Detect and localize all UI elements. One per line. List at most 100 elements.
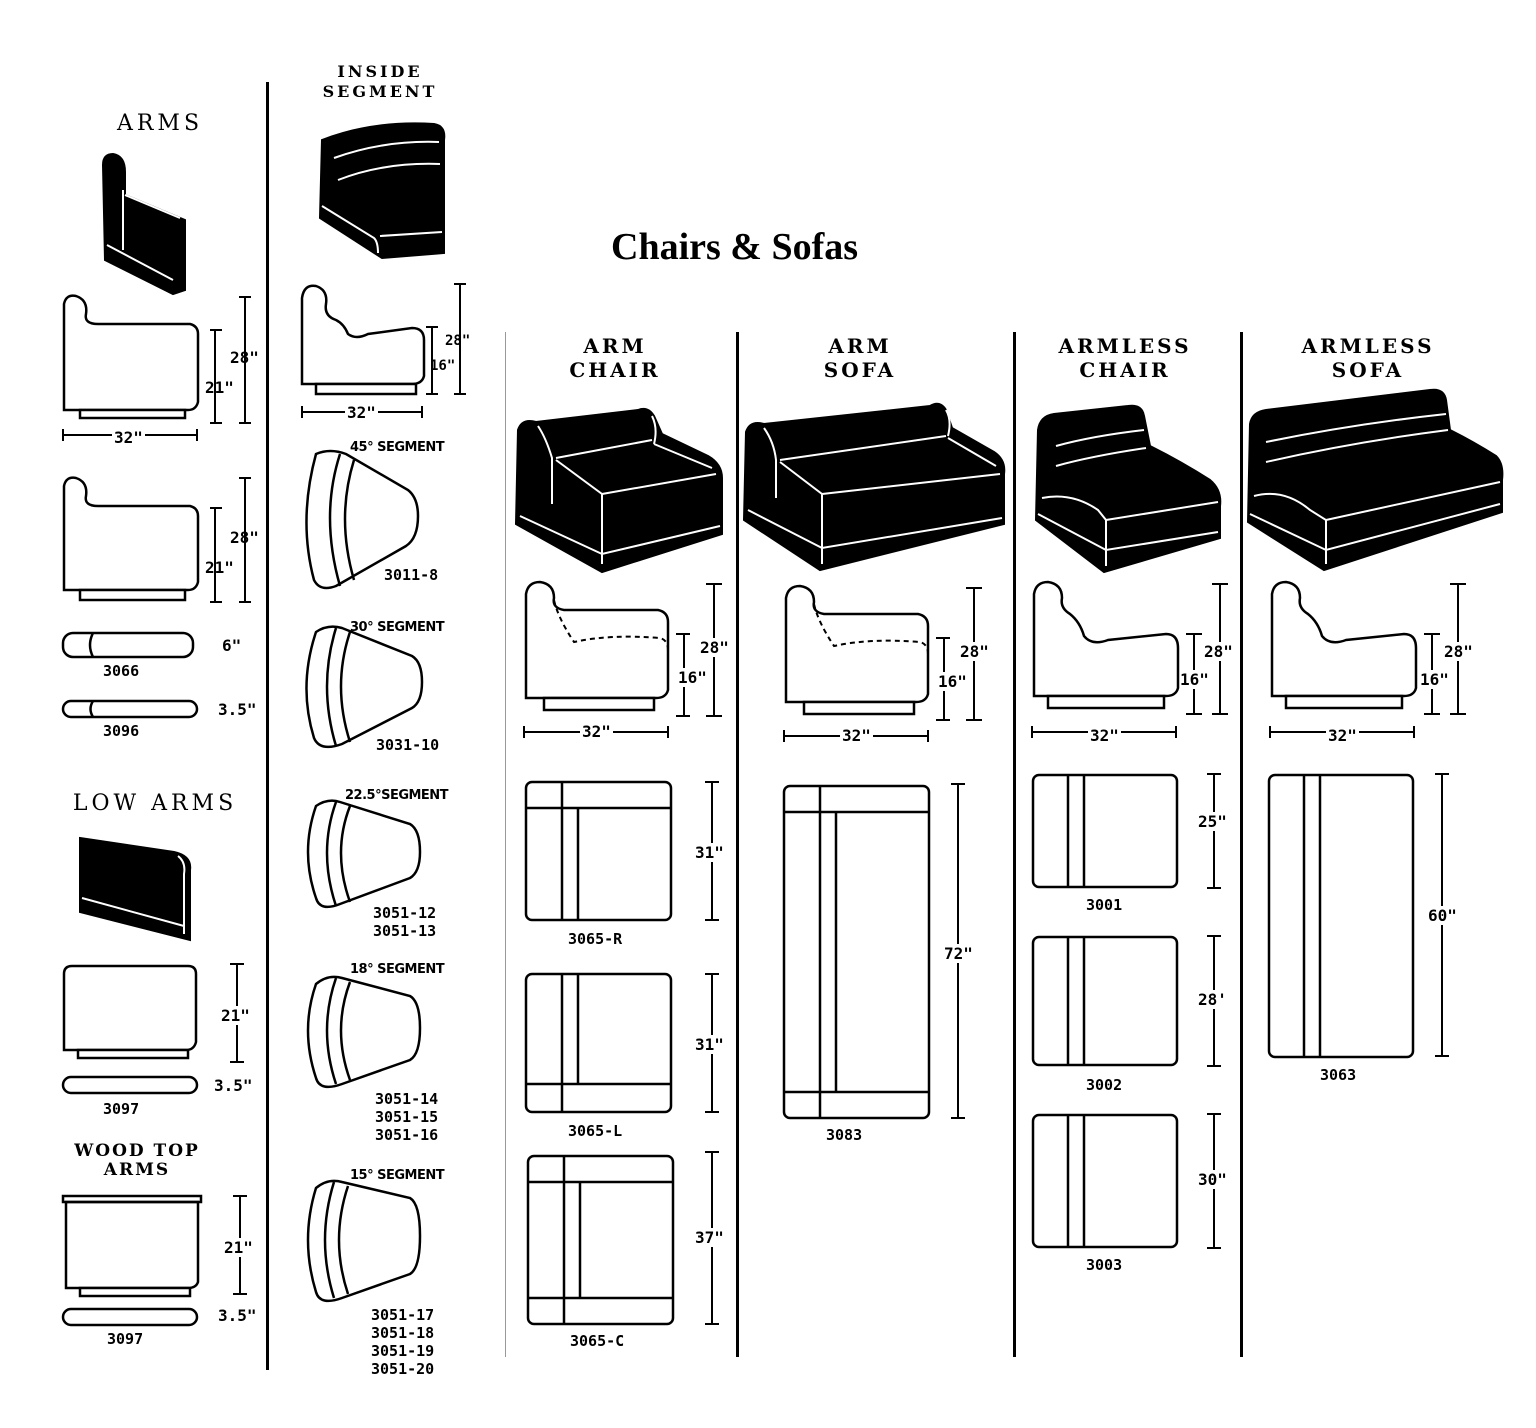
- dim-armless-sofa-28: 28": [1444, 642, 1473, 661]
- dim-armless-chair-28: 28": [1204, 642, 1233, 661]
- segment-45-label: 45° SEGMENT: [350, 440, 445, 455]
- arm-side-profile-2: [62, 476, 200, 602]
- code-3065-c: 3065-C: [570, 1332, 625, 1350]
- code-3066: 3066: [103, 662, 140, 680]
- segment-15-label: 15° SEGMENT: [350, 1168, 445, 1183]
- arm-chair-3065-r-top-view: [524, 780, 673, 922]
- section-armless-chair: ARMLESS CHAIR: [1035, 334, 1215, 382]
- dim-armless-chair-16: 16": [1180, 670, 1209, 689]
- section-armless-sofa-line2: SOFA: [1331, 358, 1405, 382]
- code-3097-low: 3097: [103, 1100, 140, 1118]
- dim-low-arm-21: 21": [221, 1006, 250, 1025]
- dim-arm-21-b: 21": [205, 558, 234, 577]
- code-3083: 3083: [826, 1126, 863, 1144]
- arm-side-dimensions-2: [210, 477, 251, 603]
- code-3001: 3001: [1086, 896, 1123, 914]
- dim-armless-chair-30: 30": [1198, 1170, 1227, 1189]
- arm-3d-icon: [101, 152, 186, 296]
- section-arm-sofa-line1: ARM: [828, 334, 892, 358]
- armless-chair-side-profile: [1032, 580, 1180, 710]
- segment-18-wedge: [306, 975, 422, 1089]
- segment-30-code: 3031-10: [376, 736, 440, 754]
- section-wood-top-arms-line1: WOOD TOP: [74, 1141, 200, 1161]
- arm-chair-3065-c-top-view: [526, 1154, 675, 1326]
- armless-chair-3002-top-view: [1031, 935, 1179, 1067]
- section-armless-chair-line2: CHAIR: [1079, 358, 1171, 382]
- armless-chair-dimensions: [1031, 583, 1228, 738]
- dim-arm-chair-32: 32": [580, 722, 613, 741]
- section-armless-chair-line1: ARMLESS: [1058, 334, 1192, 358]
- dim-arm-sofa-28: 28": [960, 642, 989, 661]
- divider-arms: [266, 82, 269, 1370]
- code-3065-r: 3065-R: [568, 930, 623, 948]
- section-arms: ARMS: [116, 111, 204, 136]
- segment-15-code-1: 3051-17: [371, 1306, 435, 1324]
- dim-inside-segment-28: 28": [445, 333, 471, 349]
- arm-chair-3065-l-top-view: [524, 972, 673, 1114]
- code-3002: 3002: [1086, 1076, 1123, 1094]
- dim-arm-3-5-a: 3.5": [218, 700, 257, 719]
- wood-top-arm-3097-top-view: [61, 1307, 199, 1327]
- segment-18-code-3: 3051-16: [375, 1126, 439, 1144]
- dim-inside-segment-32: 32": [345, 403, 378, 422]
- segment-18-label: 18° SEGMENT: [350, 962, 445, 977]
- segment-18-code-1: 3051-14: [375, 1090, 439, 1108]
- dim-armless-chair-32: 32": [1088, 726, 1121, 745]
- armless-sofa-side-profile: [1270, 580, 1418, 710]
- wood-top-arm-side-profile: [61, 1194, 203, 1298]
- section-inside-segment-line1: INSIDE: [337, 62, 423, 81]
- code-3063: 3063: [1320, 1066, 1357, 1084]
- dim-armless-sofa-60: 60": [1428, 906, 1457, 925]
- low-arm-3097-top-view: [61, 1075, 199, 1095]
- dim-armless-chair-28b: 28': [1198, 990, 1227, 1009]
- dim-arm-chair-31-l: 31": [695, 1035, 724, 1054]
- section-inside-segment-line2: SEGMENT: [322, 82, 438, 101]
- dim-low-arm-3-5: 3.5": [214, 1076, 253, 1095]
- code-3003: 3003: [1086, 1256, 1123, 1274]
- segment-15-code-3: 3051-19: [371, 1342, 435, 1360]
- armless-sofa-3063-top-view: [1267, 773, 1415, 1059]
- dim-arm-6: 6": [222, 636, 242, 655]
- segment-15-code-2: 3051-18: [371, 1324, 435, 1342]
- dim-arm-28-b: 28": [230, 528, 259, 547]
- low-arm-side-profile: [62, 964, 198, 1060]
- armless-chair-3003-top-view: [1031, 1113, 1179, 1249]
- arm-3066-top-view: [61, 631, 195, 659]
- arm-sofa-side-profile: [784, 584, 930, 716]
- section-armless-sofa: ARMLESS SOFA: [1278, 334, 1458, 382]
- section-armless-sofa-line1: ARMLESS: [1301, 334, 1435, 358]
- code-3096: 3096: [103, 722, 140, 740]
- dim-arm-32-a: 32": [112, 428, 145, 447]
- segment-22-5-wedge: [306, 799, 422, 909]
- arm-side-dimensions-1: [62, 296, 251, 441]
- section-arm-sofa-line2: SOFA: [823, 358, 897, 382]
- section-arm-chair-line1: ARM: [583, 334, 647, 358]
- section-arm-sofa: ARM SOFA: [785, 334, 935, 382]
- dim-armless-sofa-16: 16": [1420, 670, 1449, 689]
- segment-30-wedge: [305, 625, 424, 749]
- arm-sofa-3083-top-view: [782, 784, 931, 1120]
- dim-arm-chair-37: 37": [695, 1228, 724, 1247]
- inside-segment-dimensions: [301, 283, 466, 418]
- arm-chair-side-profile: [524, 580, 670, 712]
- divider-armsofa: [1013, 332, 1016, 1357]
- dim-wood-top-arm-21: 21": [224, 1238, 253, 1257]
- arm-sofa-3d-icon: [742, 402, 1006, 572]
- code-3065-l: 3065-L: [568, 1122, 623, 1140]
- dim-inside-segment-16: 16": [430, 358, 456, 374]
- arm-side-profile-1: [62, 294, 200, 420]
- dim-arm-sofa-32: 32": [840, 726, 873, 745]
- armless-sofa-3d-icon: [1246, 388, 1504, 572]
- segment-45-code: 3011-8: [384, 566, 439, 584]
- section-arm-chair: ARM CHAIR: [540, 334, 690, 382]
- low-arm-3d-icon: [79, 836, 192, 942]
- divider-armchair: [736, 332, 739, 1357]
- dim-arm-sofa-16: 16": [938, 672, 967, 691]
- armless-chair-3d-icon: [1034, 404, 1222, 574]
- section-arm-chair-line2: CHAIR: [569, 358, 661, 382]
- dim-arm-chair-28: 28": [700, 638, 729, 657]
- dim-arm-sofa-72: 72": [944, 944, 973, 963]
- dim-arm-28-a: 28": [230, 348, 259, 367]
- dim-wood-top-arm-3-5: 3.5": [218, 1306, 257, 1325]
- dim-arm-21-a: 21": [205, 378, 234, 397]
